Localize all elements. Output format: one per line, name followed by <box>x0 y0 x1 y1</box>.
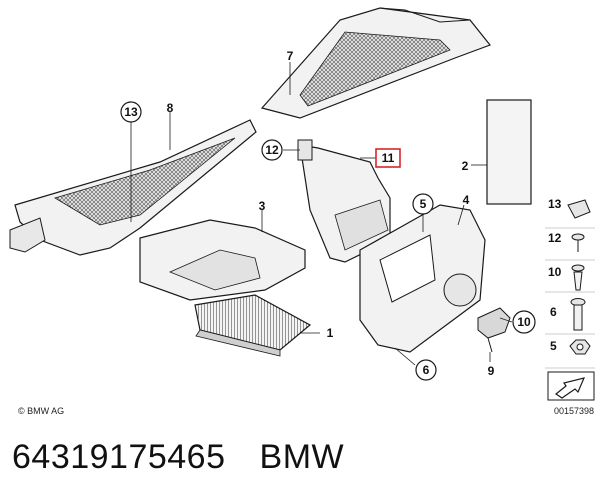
svg-text:5: 5 <box>420 197 427 211</box>
part-caption: 64319175465 BMW <box>12 438 378 477</box>
svg-text:11: 11 <box>382 151 395 165</box>
callout-1: 1 <box>327 326 334 340</box>
direction-arrow-icon <box>547 371 595 401</box>
microfilter <box>194 294 312 357</box>
brand-name: BMW <box>259 438 345 476</box>
filter-element-flat <box>486 99 532 205</box>
callout-3: 3 <box>259 199 266 213</box>
callout-12: 12 <box>261 139 283 161</box>
cowl-panel-lower <box>9 119 257 256</box>
svg-text:10: 10 <box>517 315 531 329</box>
legend-item-5: 5 <box>550 339 557 353</box>
mounting-frame <box>359 204 486 353</box>
callout-4: 4 <box>463 193 470 207</box>
bolt-icon <box>570 298 586 331</box>
callout-6: 6 <box>415 359 437 381</box>
part-number: 64319175465 <box>12 438 226 476</box>
legend-item-12: 12 <box>548 231 562 245</box>
sensor <box>477 307 511 353</box>
legend-item-6: 6 <box>550 305 557 319</box>
rivet-icon <box>571 233 585 252</box>
parts-diagram: 13 8 7 12 11 3 2 5 4 1 6 9 10 13 12 10 6 <box>9 7 595 416</box>
clip-icon <box>567 199 591 219</box>
legend-item-10: 10 <box>548 265 562 279</box>
copyright-text: © BMW AG <box>18 406 64 416</box>
nut-icon <box>569 339 591 355</box>
callout-5: 5 <box>412 193 434 215</box>
callout-13: 13 <box>120 101 142 123</box>
svg-text:13: 13 <box>124 105 138 119</box>
leader-lines <box>130 62 513 366</box>
hardware-legend: 13 12 10 6 5 <box>545 197 595 401</box>
legend-item-13: 13 <box>548 197 562 211</box>
callout-10: 10 <box>512 310 536 334</box>
screw-icon <box>571 264 585 291</box>
callout-2: 2 <box>462 159 469 173</box>
callout-7: 7 <box>287 49 294 63</box>
filter-housing-cover <box>139 219 306 301</box>
callout-11-highlighted: 11 <box>375 148 401 168</box>
cowl-panel-upper <box>260 7 491 119</box>
callout-8: 8 <box>167 101 174 115</box>
reference-number: 00157398 <box>554 406 594 416</box>
callout-9: 9 <box>488 364 495 378</box>
svg-text:6: 6 <box>423 363 430 377</box>
svg-text:12: 12 <box>265 143 279 157</box>
duct-housing <box>297 139 391 263</box>
